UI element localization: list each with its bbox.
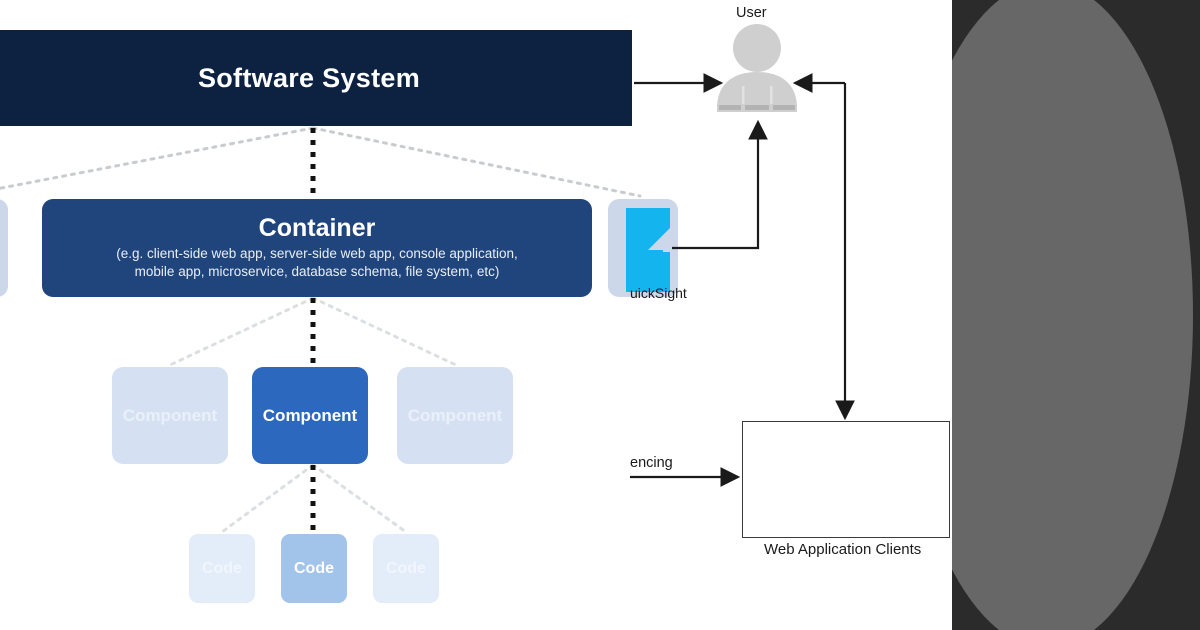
connector-label: encing: [630, 455, 673, 471]
component-box-2: Component: [252, 367, 368, 464]
right-dark-panel: [952, 0, 1200, 630]
container-subtitle-line1: (e.g. client-side web app, server-side w…: [116, 246, 518, 262]
component-box-1: Component: [112, 367, 228, 464]
software-system-bar: Software System: [0, 30, 632, 126]
container-box: Container (e.g. client-side web app, ser…: [42, 199, 592, 297]
component-box-3: Component: [397, 367, 513, 464]
aws-architecture-diagram: User uickSight Web Application Clients e…: [626, 5, 950, 558]
user-icon: [717, 24, 797, 112]
container-title: Container: [258, 213, 376, 242]
arrow-quicksight-to-user: [672, 119, 768, 250]
code-box-2: Code: [281, 534, 347, 603]
user-label: User: [736, 5, 767, 21]
code-box-3: Code: [373, 534, 439, 603]
ghost-container-left: [0, 199, 8, 297]
software-system-label: Software System: [197, 62, 421, 93]
quicksight-label: uickSight: [630, 285, 687, 301]
web-application-clients-label: Web Application Clients: [764, 541, 922, 558]
code-box-1: Code: [189, 534, 255, 603]
quicksight-logo-icon: [626, 208, 670, 292]
decorative-circle: [952, 0, 1193, 630]
container-subtitle-line2: mobile app, microservice, database schem…: [134, 264, 500, 280]
c4-connector-lines: [0, 126, 642, 534]
web-application-clients-box: [742, 421, 950, 538]
